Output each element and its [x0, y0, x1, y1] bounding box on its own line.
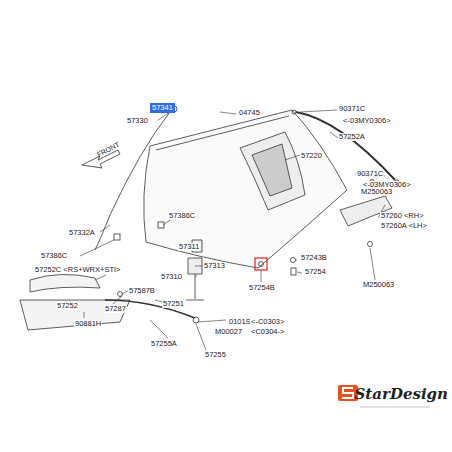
callout-number: 90371C: [338, 105, 366, 113]
bumper: [259, 262, 264, 267]
callout-number: <-C0303>: [250, 318, 285, 326]
callout-number: 57251: [162, 300, 185, 308]
callout-number: M250063: [360, 188, 393, 196]
callout-number: 90371C: [356, 170, 384, 178]
callout-number: 57332A: [68, 229, 96, 237]
callout-number: 0101S: [228, 318, 252, 326]
callout-number: 57311: [178, 243, 200, 251]
callout-number: 57255: [204, 351, 227, 359]
callout-number: M250063: [362, 281, 395, 289]
hood-scoop: [240, 132, 305, 210]
callout-number: M00027: [214, 328, 243, 336]
callout-number: 57260 <RH>: [380, 212, 425, 220]
highlight-box: [255, 258, 267, 270]
seal-rubber: [105, 300, 195, 318]
striker: [186, 274, 204, 300]
release-cable: [95, 112, 170, 250]
bumper: [291, 268, 296, 275]
callout-number: 57587B: [128, 287, 156, 295]
callout-number: 57287: [104, 305, 127, 313]
callout-number: 57254: [304, 268, 327, 276]
highlighted-callout: 57341: [150, 103, 175, 113]
callout-number: 57341: [152, 104, 173, 112]
callout-number: 57220: [300, 152, 323, 160]
logo-mark: [342, 388, 353, 398]
callout-number: 57330: [126, 117, 149, 125]
clip: [292, 110, 296, 114]
callout-number: 57255A: [150, 340, 178, 348]
logo-text: StarDesign: [355, 387, 448, 402]
callout-number: 57252C <RS+WRX+STI>: [34, 266, 121, 274]
callout-number: 04745: [238, 109, 261, 117]
front-panel-seal: [20, 300, 130, 330]
scoop-opening: [252, 144, 292, 196]
callout-number: 57252A: [338, 133, 366, 141]
callout-number: <C0304->: [250, 328, 285, 336]
hood-panel: [144, 110, 347, 268]
callout-number: 57243B: [300, 254, 328, 262]
front-seal: [30, 274, 100, 292]
callout-number: 57254B: [248, 284, 276, 292]
callout-number: 57310: [160, 273, 183, 281]
callout-number: 57386C: [168, 212, 196, 220]
bolt: [368, 242, 373, 247]
callout-number: 57252: [56, 302, 79, 310]
callout-number: <-03MY0306>: [342, 117, 392, 125]
leader-lines: [80, 110, 385, 350]
clip: [114, 234, 120, 240]
logo-rule: [360, 407, 430, 408]
callout-number: 90881H: [74, 320, 102, 328]
bumper: [291, 258, 296, 263]
callout-number: 57386C: [40, 252, 68, 260]
weatherstrip: [296, 112, 395, 180]
callout-number: 57260A <LH>: [380, 222, 428, 230]
callout-number: 57313: [203, 262, 226, 270]
clip: [118, 292, 123, 297]
